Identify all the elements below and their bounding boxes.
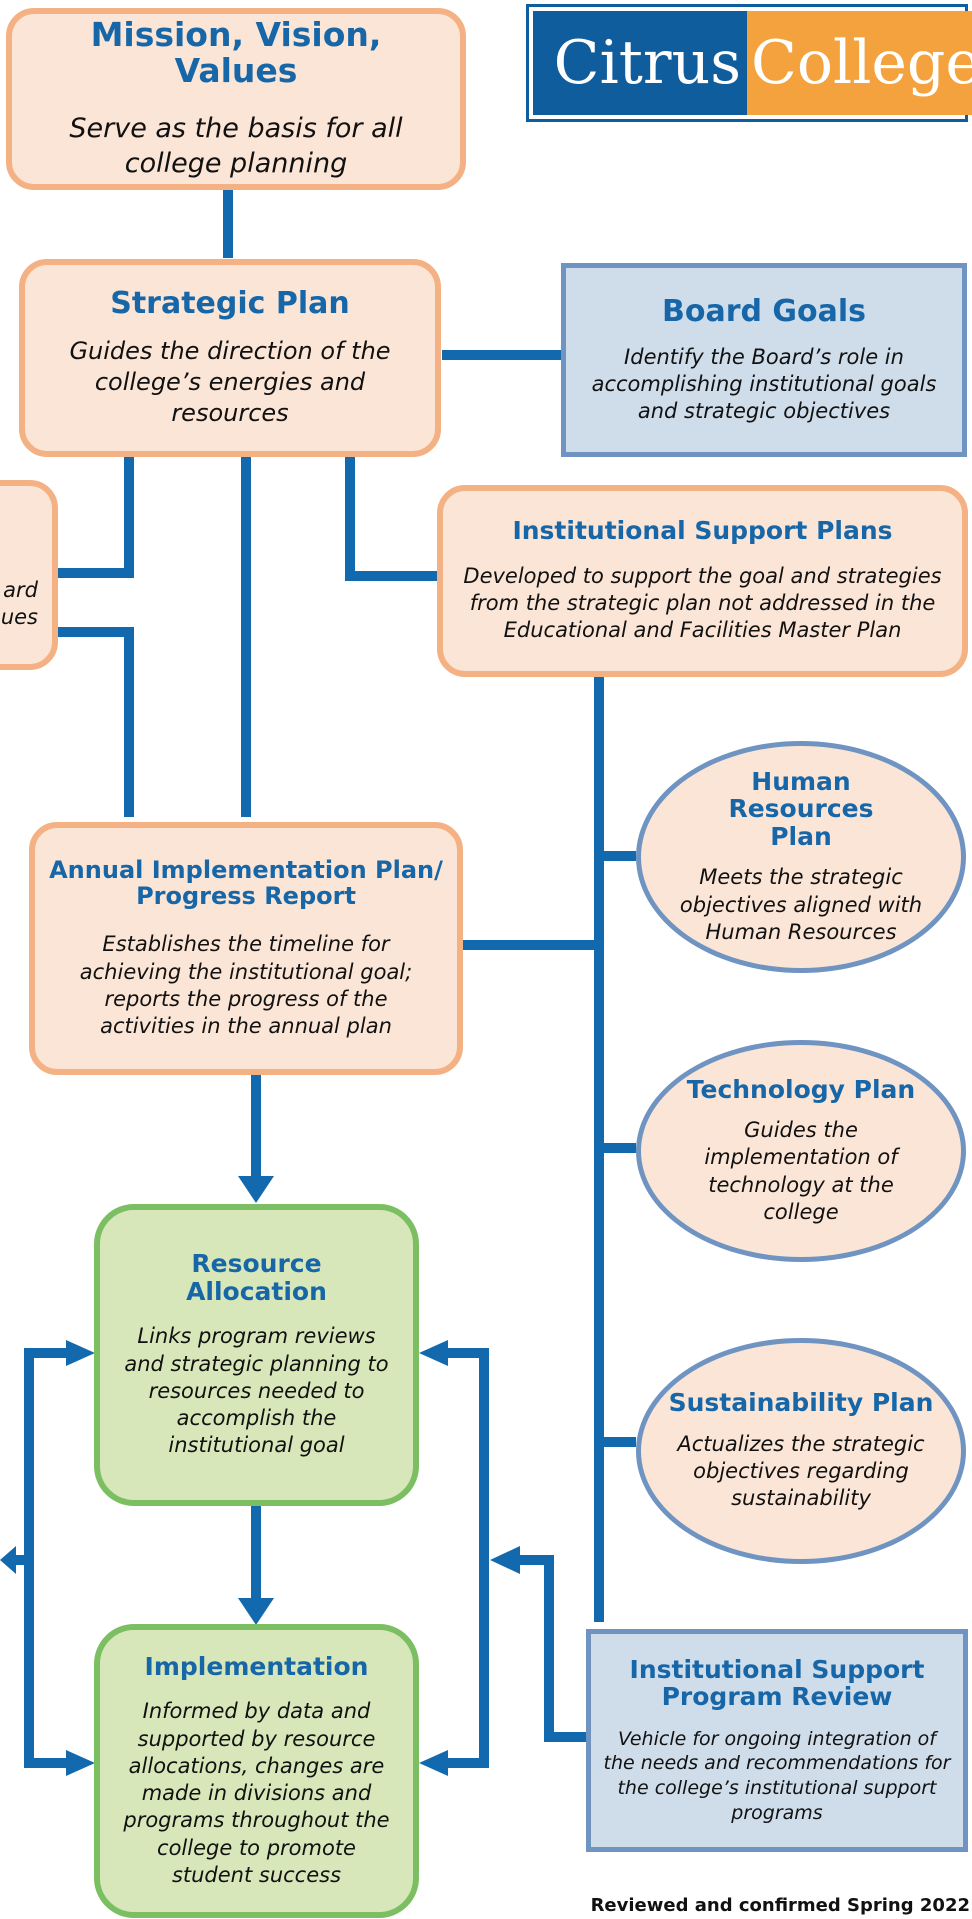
arrowhead-review-right-loop <box>490 1546 520 1574</box>
citrus-college-logo: Citrus College <box>526 4 972 122</box>
institutional-support-program-review-box: Institutional Support Program Review Veh… <box>586 1629 968 1852</box>
resource-allocation-desc: Links program reviews and strategic plan… <box>124 1324 389 1458</box>
strategic-plan-title: Strategic Plan <box>110 285 350 321</box>
implementation-box: Implementation Informed by data and supp… <box>94 1624 419 1918</box>
board-goals-title: Board Goals <box>661 293 867 329</box>
technology-plan-desc: Guides the implementation of technology … <box>704 1118 898 1225</box>
connector-strategic-support-plans <box>345 455 437 581</box>
board-goals-desc: Identify the Board’s role in accomplishi… <box>591 344 937 424</box>
mission-vision-values-box: Mission, Vision, Values Serve as the bas… <box>6 8 466 190</box>
sustainability-plan-oval: Sustainability Plan Actualizes the strat… <box>636 1338 966 1564</box>
implementation-title: Implementation <box>144 1651 369 1681</box>
technology-plan-oval: Technology Plan Guides the implementatio… <box>636 1040 966 1262</box>
human-resources-plan-oval: Human Resources Plan Meets the strategic… <box>636 741 966 973</box>
institutional-support-plans-box: Institutional Support Plans Developed to… <box>437 485 968 677</box>
connector-strategic-left-box-top <box>55 455 134 578</box>
arrowhead-annual-resource <box>238 1176 274 1203</box>
partial-box-line2: ues <box>0 605 38 629</box>
arrowhead-left-loop-resource <box>66 1340 95 1366</box>
connector-review-loop <box>518 1555 586 1742</box>
annual-implementation-plan-title: Annual Implementation Plan/ Progress Rep… <box>49 855 443 910</box>
arrowhead-right-loop-implementation <box>419 1750 448 1776</box>
human-resources-plan-desc: Meets the strategic objectives aligned w… <box>679 865 923 944</box>
arrowhead-right-loop-resource <box>419 1340 448 1366</box>
partial-box-line1: ard <box>3 577 38 602</box>
strategic-plan-box: Strategic Plan Guides the direction of t… <box>19 259 441 457</box>
program-review-desc: Vehicle for ongoing integration of the n… <box>603 1727 951 1824</box>
technology-plan-title: Technology Plan <box>686 1074 916 1104</box>
arrowhead-left-loop-offpage <box>0 1546 16 1574</box>
arrowhead-left-loop-implementation <box>66 1750 95 1776</box>
connector-left-box-annual <box>55 627 134 817</box>
connector-left-loop <box>24 1348 68 1768</box>
sustainability-plan-desc: Actualizes the strategic objectives rega… <box>677 1431 925 1511</box>
resource-allocation-box: Resource Allocation Links program review… <box>94 1204 419 1506</box>
board-goals-box: Board Goals Identify the Board’s role in… <box>561 263 967 457</box>
program-review-title: Institutional Support Program Review <box>629 1654 925 1712</box>
connector-right-loop <box>446 1348 489 1768</box>
mission-title: Mission, Vision, Values <box>90 14 382 90</box>
review-date-note: Reviewed and confirmed Spring 2022 <box>590 1895 970 1916</box>
annual-implementation-plan-desc: Establishes the timeline for achieving t… <box>79 932 413 1039</box>
institutional-support-plans-desc: Developed to support the goal and strate… <box>463 563 942 643</box>
human-resources-plan-title: Human Resources Plan <box>728 766 874 851</box>
annual-implementation-plan-box: Annual Implementation Plan/ Progress Rep… <box>29 822 463 1075</box>
mission-desc: Serve as the basis for all college plann… <box>69 113 403 180</box>
logo-word-college: College <box>751 28 972 98</box>
resource-allocation-title: Resource Allocation <box>186 1249 327 1306</box>
institutional-support-plans-title: Institutional Support Plans <box>512 516 893 546</box>
arrowhead-resource-implementation <box>238 1598 274 1625</box>
sustainability-plan-title: Sustainability Plan <box>668 1388 934 1418</box>
logo-word-citrus: Citrus <box>553 28 741 98</box>
implementation-desc: Informed by data and supported by resour… <box>123 1699 390 1887</box>
partial-box-left-edge: ard ues <box>0 480 58 670</box>
strategic-plan-desc: Guides the direction of the college’s en… <box>69 336 391 428</box>
